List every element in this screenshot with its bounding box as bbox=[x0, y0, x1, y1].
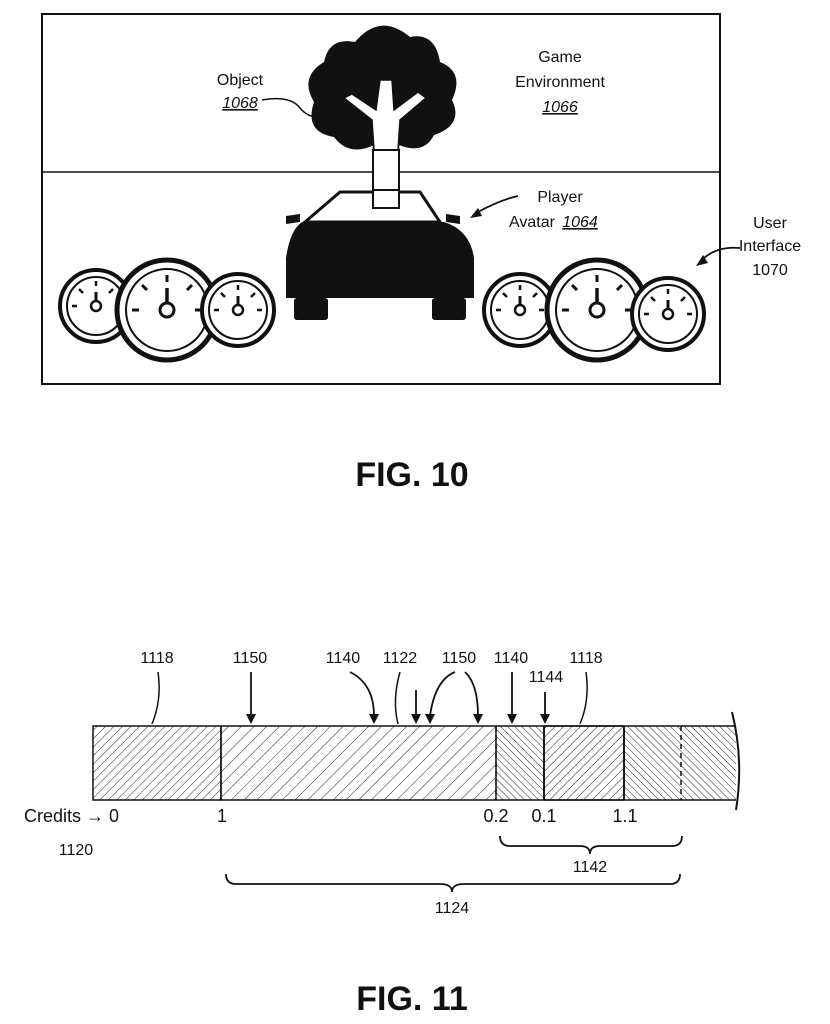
segment-1140 bbox=[496, 726, 544, 800]
segment-1118-left bbox=[93, 726, 221, 800]
label-1150-right: 1150 bbox=[442, 650, 477, 667]
player-avatar-leader bbox=[478, 196, 518, 212]
car-avatar-icon bbox=[286, 190, 474, 320]
label-1118-left: 1118 bbox=[140, 650, 173, 667]
label-1122: 1122 bbox=[383, 650, 418, 667]
label-1140-right: 1140 bbox=[494, 650, 529, 667]
segment-1118-right bbox=[544, 726, 624, 800]
credits-ref: 1120 bbox=[59, 842, 94, 859]
gauge-icon bbox=[202, 274, 274, 346]
segment-tail bbox=[624, 726, 736, 800]
gauge-icon bbox=[632, 278, 704, 350]
player-avatar-ref: 1064 bbox=[562, 214, 598, 231]
tick-0-1: 0.1 bbox=[531, 806, 556, 826]
credits-label: Credits → 0 bbox=[24, 806, 119, 826]
user-interface-ref: 1070 bbox=[752, 262, 788, 279]
user-interface-label-line2: Interface bbox=[739, 238, 801, 255]
fig10-diagram: Object 1068 Game Environment 1066 Player… bbox=[42, 14, 801, 494]
leader-1118-right bbox=[580, 672, 587, 724]
arrows-1150-right bbox=[430, 672, 478, 716]
brace-1142 bbox=[500, 836, 682, 854]
user-interface-leader bbox=[704, 248, 740, 258]
leader-1122 bbox=[395, 672, 400, 724]
leader-1118-left bbox=[152, 672, 159, 724]
gauge-cluster-left bbox=[60, 260, 274, 360]
label-1118-right: 1118 bbox=[569, 650, 602, 667]
tick-1: 1 bbox=[217, 806, 227, 826]
tree-icon bbox=[308, 26, 456, 205]
user-interface-label-line1: User bbox=[753, 215, 787, 232]
game-environment-label-line1: Game bbox=[538, 49, 582, 66]
brace-1124 bbox=[226, 874, 680, 892]
label-1144: 1144 bbox=[529, 669, 564, 686]
brace-1142-label: 1142 bbox=[573, 859, 608, 876]
label-1150-left: 1150 bbox=[233, 650, 268, 667]
object-label: Object bbox=[217, 72, 264, 89]
arrow-1140-left bbox=[350, 672, 374, 716]
object-ref: 1068 bbox=[222, 95, 258, 112]
gauge-cluster-right bbox=[484, 260, 704, 360]
player-avatar-arrowhead bbox=[470, 208, 482, 218]
game-environment-label-line2: Environment bbox=[515, 74, 605, 91]
tick-1-1: 1.1 bbox=[612, 806, 637, 826]
player-avatar-label-line1: Player bbox=[537, 189, 583, 206]
fig10-caption: FIG. 10 bbox=[355, 456, 468, 494]
label-1140-left: 1140 bbox=[326, 650, 361, 667]
fig11-diagram: 1118 1150 1140 1122 1150 1140 1144 1118 … bbox=[24, 650, 739, 1018]
brace-1124-label: 1124 bbox=[435, 900, 470, 917]
game-environment-ref: 1066 bbox=[542, 99, 578, 116]
fig11-caption: FIG. 11 bbox=[356, 980, 468, 1018]
player-avatar-label-line2: Avatar bbox=[509, 214, 556, 231]
segment-1122 bbox=[221, 726, 496, 800]
tick-0-2: 0.2 bbox=[483, 806, 508, 826]
